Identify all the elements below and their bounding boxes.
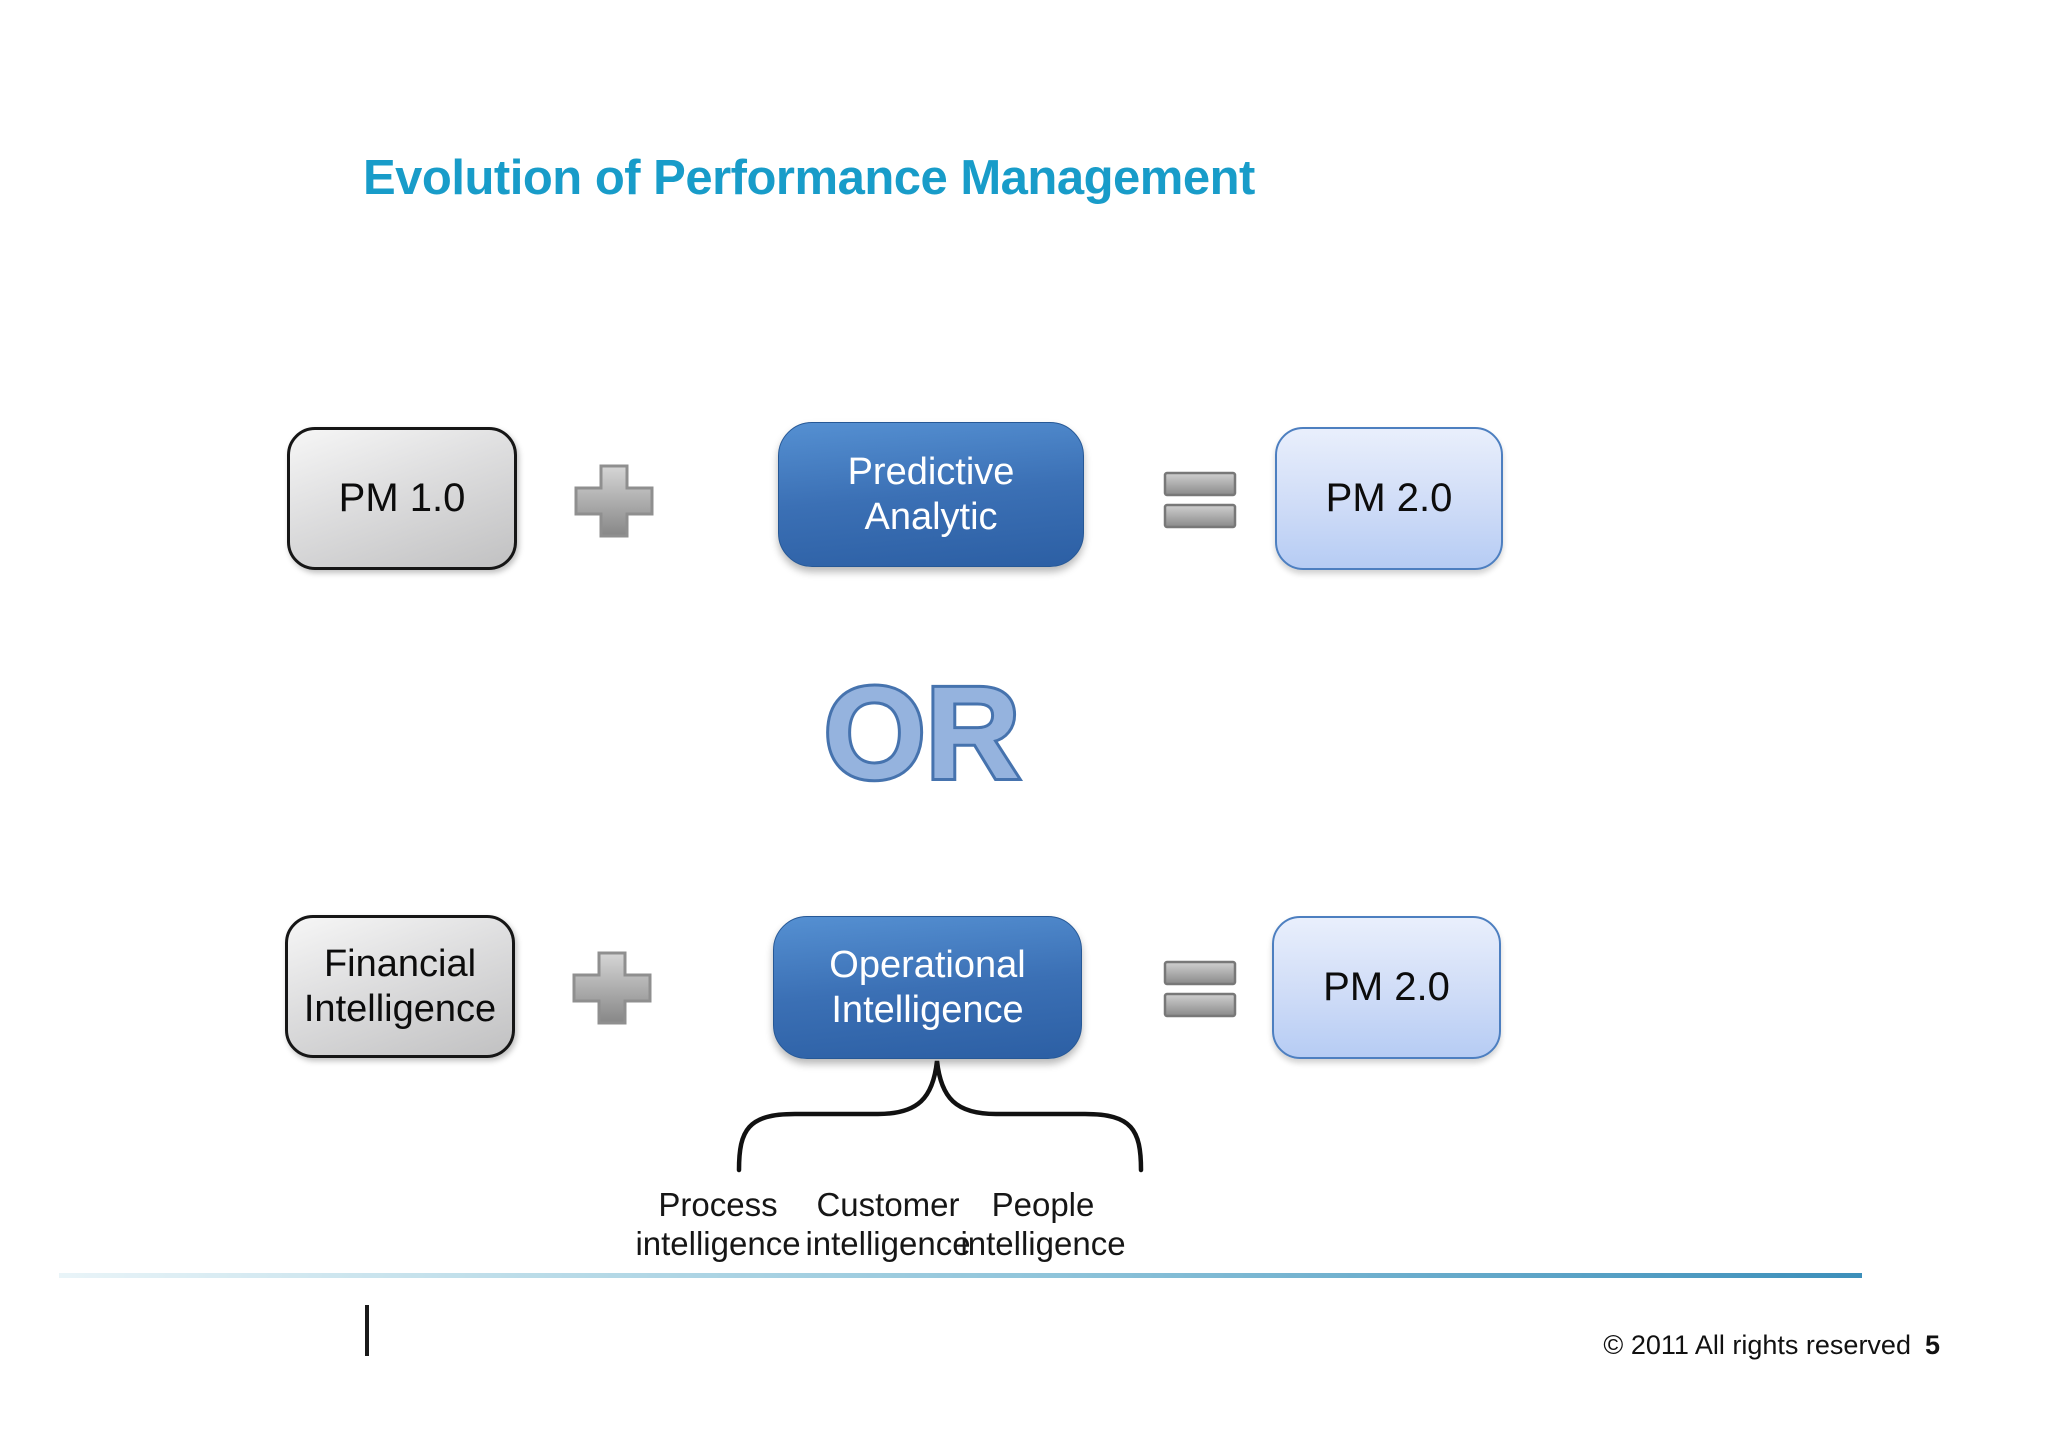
people-line2: intelligence	[960, 1224, 1126, 1262]
predictive-analytic-box: Predictive Analytic	[778, 422, 1084, 567]
customer-line2: intelligence	[805, 1224, 971, 1262]
text-cursor	[365, 1305, 369, 1356]
label-customer-intelligence: Customer intelligence	[778, 1186, 998, 1263]
label-people-intelligence: People intelligence	[933, 1186, 1153, 1263]
process-line1: Process	[658, 1186, 778, 1223]
pm-2-0-label-bottom: PM 2.0	[1323, 965, 1450, 1009]
copyright-text: © 2011 All rights reserved	[1603, 1330, 1911, 1360]
footer: © 2011 All rights reserved 5	[1440, 1330, 1940, 1361]
pm-2-0-label-top: PM 2.0	[1325, 476, 1453, 520]
financial-intelligence-box: Financial Intelligence	[285, 915, 515, 1058]
predictive-analytic-label-line1: Predictive	[847, 451, 1015, 494]
financial-intelligence-label-line2: Intelligence	[303, 987, 497, 1030]
plus-icon	[574, 464, 654, 538]
operational-intelligence-box: Operational Intelligence	[773, 916, 1082, 1059]
or-text: OR	[824, 659, 1021, 798]
predictive-analytic-label-line2: Analytic	[864, 495, 998, 538]
page-number: 5	[1924, 1330, 1940, 1360]
plus-icon	[572, 951, 652, 1025]
customer-line1: Customer	[816, 1186, 960, 1223]
pm-1-0-label: PM 1.0	[338, 476, 466, 520]
footer-divider	[59, 1273, 1862, 1278]
equals-icon	[1163, 471, 1237, 529]
label-process-intelligence: Process intelligence	[608, 1186, 828, 1263]
people-line1: People	[991, 1186, 1095, 1223]
pm-2-0-box-top: PM 2.0	[1275, 427, 1503, 570]
equals-icon	[1163, 960, 1237, 1018]
curly-brace-icon	[736, 1060, 1144, 1173]
operational-intelligence-label-line2: Intelligence	[831, 988, 1024, 1031]
financial-intelligence-label-line1: Financial	[323, 943, 477, 986]
operational-intelligence-label-line1: Operational	[829, 944, 1026, 987]
pm-1-0-box: PM 1.0	[287, 427, 517, 570]
process-line2: intelligence	[635, 1224, 801, 1262]
or-label: OR	[821, 658, 1024, 798]
slide-title: Evolution of Performance Management	[363, 151, 1255, 205]
pm-2-0-box-bottom: PM 2.0	[1272, 916, 1501, 1059]
